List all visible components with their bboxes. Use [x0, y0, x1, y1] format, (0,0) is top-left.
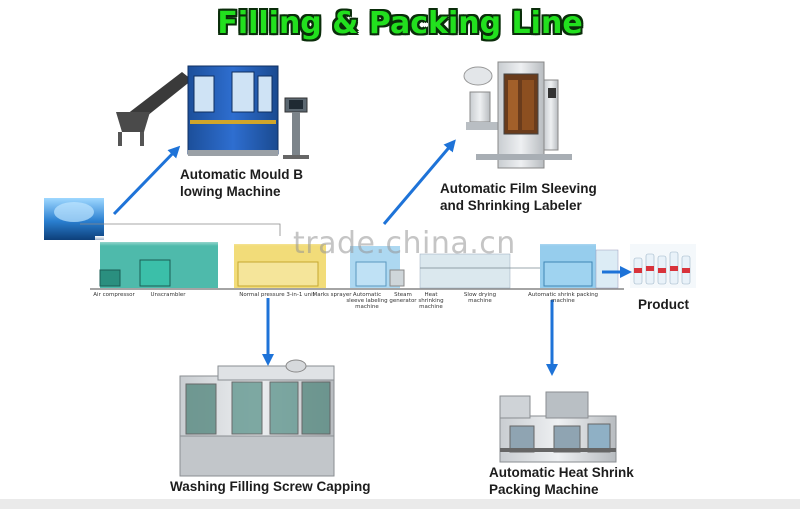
bottom-strip	[0, 499, 800, 509]
stage-label-3in1: Normal pressure 3-in-1 unit	[239, 292, 315, 298]
caption-mould-blowing: Automatic Mould B lowing Machine	[180, 167, 303, 199]
stage-label-heat-shrinking: Heat shrinking machine	[418, 292, 444, 310]
stage-label-air-compressor: Air compressor	[93, 292, 135, 298]
mould-blowing-machine-illustration	[116, 65, 309, 159]
stage-label-slow-drying: Slow drying machine	[463, 292, 497, 304]
caption-sleeving: Automatic Film Sleeving and Shrinking La…	[440, 181, 597, 213]
production-line-strip	[90, 236, 624, 290]
caption-heat-shrink: Automatic Heat Shrink Packing Machine	[489, 465, 634, 497]
product-bottles-image	[630, 244, 696, 288]
stage-label-shrink-packing: Automatic shrink packing machine	[527, 292, 599, 304]
caption-product: Product	[638, 297, 690, 312]
washing-filling-capping-illustration	[179, 359, 335, 477]
page-title: Filling & Packing Line	[217, 6, 583, 41]
arrow-to-sleeving	[382, 139, 456, 225]
arrow-to-mould-blowing	[112, 145, 181, 216]
heat-shrink-packer-illustration	[499, 391, 617, 463]
sleeve-labeler-illustration	[463, 61, 572, 169]
stage-label-steam-generator: Steam generator	[389, 292, 417, 304]
water-splash-image	[44, 198, 104, 240]
connector-line	[80, 223, 281, 236]
stage-label-unscrambler: Unscrambler	[150, 292, 186, 298]
caption-washing-filling: Washing Filling Screw Capping	[170, 479, 371, 494]
stage-label-marks-sprayer: Marks sprayer	[312, 292, 352, 298]
stage-label-sleeve-labeling: Automatic sleeve labeling machine	[346, 292, 388, 310]
watermark: trade.china.cn	[293, 226, 516, 261]
